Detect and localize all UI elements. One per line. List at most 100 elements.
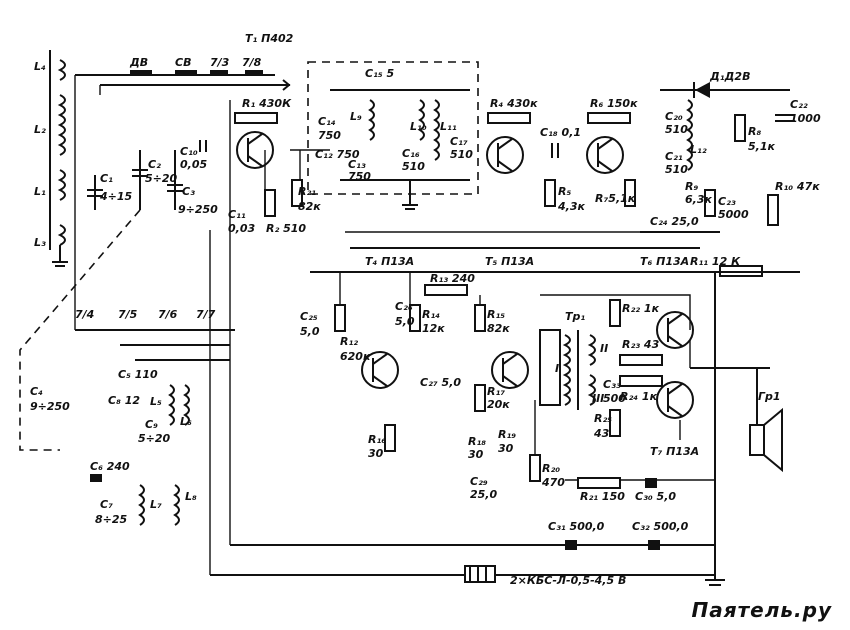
svg-text:T₄ П13А: T₄ П13А <box>365 255 414 268</box>
svg-text:L₁: L₁ <box>34 185 46 198</box>
svg-text:1000: 1000 <box>790 112 821 125</box>
svg-text:T₆ П13А: T₆ П13А <box>640 255 689 268</box>
transformer-Tr1 <box>539 329 596 410</box>
svg-text:0,05: 0,05 <box>180 158 207 171</box>
svg-text:L₂: L₂ <box>34 123 46 136</box>
ferrite-antenna <box>49 50 68 267</box>
svg-text:5,0: 5,0 <box>300 325 320 338</box>
transistor-T2 <box>486 136 524 174</box>
svg-text:C₄: C₄ <box>30 385 43 398</box>
svg-text:R₁₅: R₁₅ <box>487 308 505 321</box>
svg-text:R₁₂: R₁₂ <box>340 335 358 348</box>
svg-text:R₅: R₅ <box>558 185 571 198</box>
svg-text:Д₁Д2В: Д₁Д2В <box>709 70 750 83</box>
svg-text:R₆ 150к: R₆ 150к <box>590 97 638 110</box>
svg-text:7/5: 7/5 <box>118 308 138 321</box>
svg-text:6,3к: 6,3к <box>685 193 712 206</box>
svg-text:C₁₆: C₁₆ <box>402 147 420 160</box>
svg-text:R₂₂ 1к: R₂₂ 1к <box>622 302 660 315</box>
svg-text:L₇: L₇ <box>150 498 162 511</box>
svg-text:R₁₁ 12 К: R₁₁ 12 К <box>690 255 741 268</box>
svg-text:C₈ 12: C₈ 12 <box>108 394 140 407</box>
svg-text:T₁ П402: T₁ П402 <box>245 32 294 45</box>
svg-text:7/7: 7/7 <box>196 308 216 321</box>
svg-text:500: 500 <box>603 392 626 405</box>
svg-text:470: 470 <box>541 476 565 489</box>
svg-text:C₁₅ 5: C₁₅ 5 <box>365 67 395 80</box>
svg-text:I: I <box>555 362 559 375</box>
transistor-T3 <box>586 136 624 174</box>
svg-text:R₂₁ 150: R₂₁ 150 <box>580 490 625 503</box>
svg-text:C₃₃: C₃₃ <box>603 378 621 391</box>
svg-text:R₇5,1к: R₇5,1к <box>595 192 636 205</box>
transistor-T5 <box>491 351 529 389</box>
svg-text:ДВ: ДВ <box>129 56 148 69</box>
svg-text:Тр₁: Тр₁ <box>565 310 585 323</box>
svg-text:Гр1: Гр1 <box>758 390 781 403</box>
svg-text:III: III <box>592 392 604 405</box>
svg-text:L₉: L₉ <box>350 110 362 123</box>
svg-text:C₂: C₂ <box>148 158 161 171</box>
svg-text:C₉: C₉ <box>145 418 158 431</box>
svg-text:R₁₃ 240: R₁₃ 240 <box>430 272 475 285</box>
svg-text:T₅ П13А: T₅ П13А <box>485 255 534 268</box>
svg-text:R₂₀: R₂₀ <box>542 462 560 475</box>
svg-text:510: 510 <box>402 160 425 173</box>
svg-text:C₆ 240: C₆ 240 <box>90 460 130 473</box>
svg-text:R₁₇: R₁₇ <box>487 385 505 398</box>
svg-text:30: 30 <box>468 448 484 461</box>
battery <box>464 565 496 583</box>
svg-text:4÷15: 4÷15 <box>99 190 133 203</box>
svg-text:C₁: C₁ <box>100 172 113 185</box>
svg-text:510: 510 <box>665 163 688 176</box>
svg-text:R₂₃ 43: R₂₃ 43 <box>622 338 660 351</box>
watermark: Паятель.ру <box>691 598 832 622</box>
svg-text:8÷25: 8÷25 <box>95 513 128 526</box>
svg-text:C₂₄ 25,0: C₂₄ 25,0 <box>650 215 699 228</box>
svg-text:510: 510 <box>665 123 688 136</box>
if-coils <box>330 89 470 210</box>
svg-text:R₁₆: R₁₆ <box>368 433 386 446</box>
svg-text:C₃₁ 500,0: C₃₁ 500,0 <box>548 520 605 533</box>
svg-text:750: 750 <box>348 170 371 183</box>
svg-text:L₈: L₈ <box>185 490 197 503</box>
svg-text:82к: 82к <box>298 200 321 213</box>
svg-text:0,03: 0,03 <box>228 222 255 235</box>
svg-text:43: 43 <box>593 427 610 440</box>
svg-text:7/3: 7/3 <box>210 56 230 69</box>
svg-text:C₃: C₃ <box>182 185 195 198</box>
svg-text:L₁₁: L₁₁ <box>440 120 457 133</box>
svg-text:750: 750 <box>318 129 341 142</box>
svg-text:C₁₀: C₁₀ <box>180 145 198 158</box>
svg-text:5÷20: 5÷20 <box>145 172 178 185</box>
svg-text:5÷20: 5÷20 <box>138 432 171 445</box>
svg-text:C₇: C₇ <box>100 498 113 511</box>
svg-text:9÷250: 9÷250 <box>178 203 218 216</box>
svg-text:9÷250: 9÷250 <box>30 400 70 413</box>
transistor-T7 <box>656 381 694 419</box>
svg-text:R₄ 430к: R₄ 430к <box>490 97 538 110</box>
diode-D1 <box>660 82 790 98</box>
svg-text:C₁₃: C₁₃ <box>348 158 366 171</box>
svg-text:R₈: R₈ <box>748 125 761 138</box>
svg-text:R₂₁: R₂₁ <box>298 185 316 198</box>
svg-text:12к: 12к <box>422 322 445 335</box>
if-filter-box <box>307 61 479 195</box>
svg-text:25,0: 25,0 <box>470 488 497 501</box>
svg-text:T₇ П13А: T₇ П13А <box>650 445 699 458</box>
svg-text:C₃₀ 5,0: C₃₀ 5,0 <box>635 490 676 503</box>
svg-text:C₁₈ 0,1: C₁₈ 0,1 <box>540 126 581 139</box>
svg-text:C₂₉: C₂₉ <box>470 475 488 488</box>
svg-text:5,0: 5,0 <box>395 315 415 328</box>
svg-text:7/8: 7/8 <box>242 56 262 69</box>
svg-text:5000: 5000 <box>718 208 749 221</box>
svg-text:C₃₂ 500,0: C₃₂ 500,0 <box>632 520 689 533</box>
svg-text:C₂₆: C₂₆ <box>395 300 413 313</box>
svg-text:C₂₁: C₂₁ <box>665 150 683 163</box>
svg-text:L₄: L₄ <box>34 60 46 73</box>
svg-text:C₁₇: C₁₇ <box>450 135 468 148</box>
svg-text:R₁₀ 47к: R₁₀ 47к <box>775 180 820 193</box>
svg-text:20к: 20к <box>487 398 510 411</box>
svg-text:510: 510 <box>450 148 473 161</box>
svg-text:7/4: 7/4 <box>75 308 94 321</box>
